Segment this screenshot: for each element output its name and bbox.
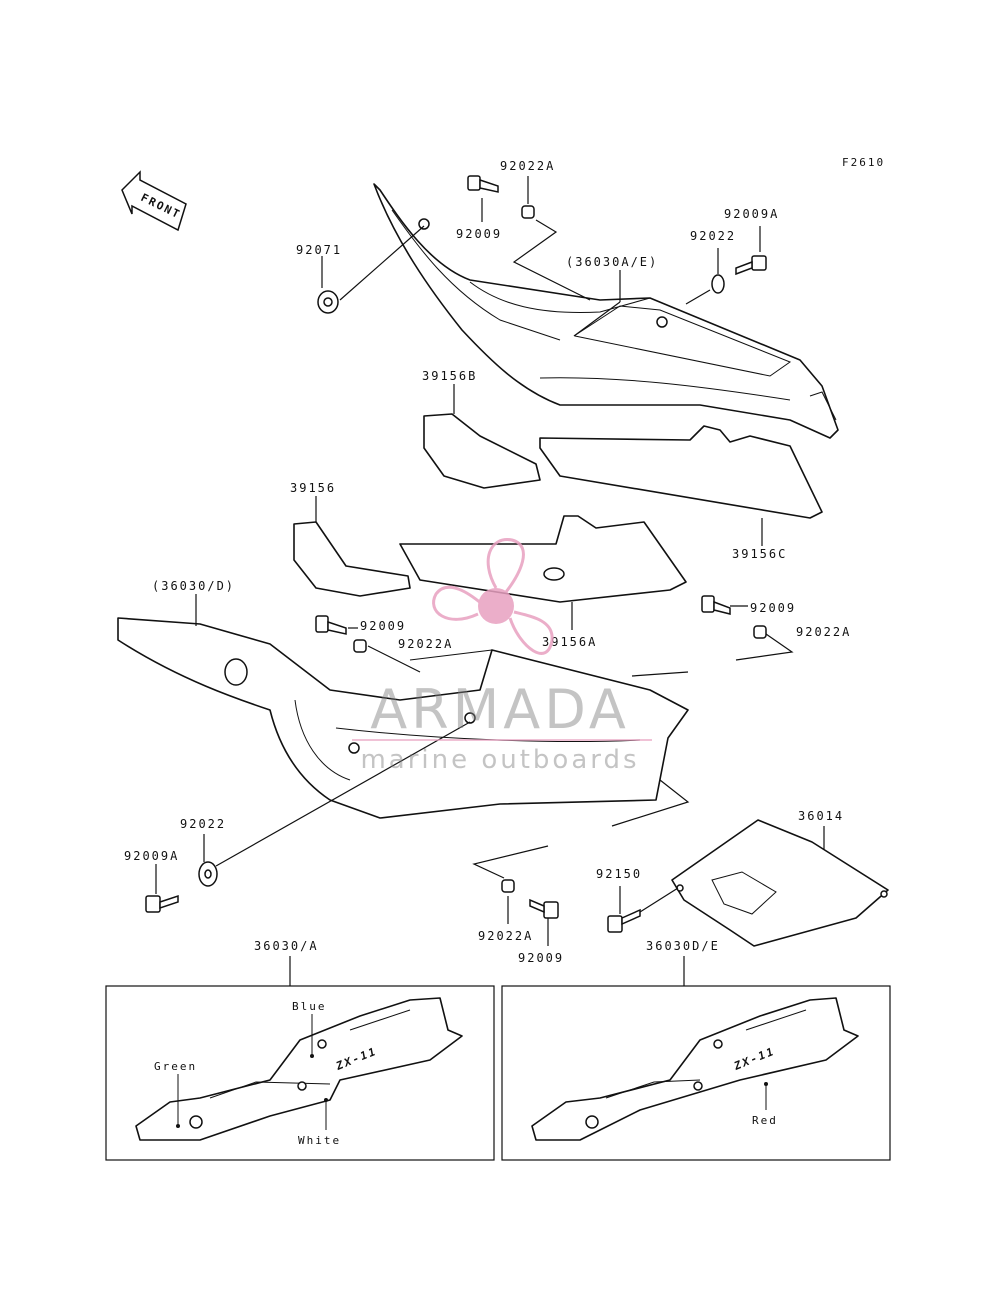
bolt-92009-bot-icon: [529, 898, 559, 919]
bolt-92150-icon: [607, 908, 641, 933]
label-36030AE: (36030A/E): [566, 255, 658, 269]
nut-92022A-top-icon: [521, 205, 535, 219]
nut-92022A-r-icon: [753, 625, 767, 639]
variant-box-36030DE: ZX-11 Red: [501, 985, 891, 1161]
nut-92022A-bot-icon: [501, 879, 515, 893]
color-white: White: [298, 1134, 341, 1147]
label-92150: 92150: [596, 867, 642, 881]
front-arrow-icon: FRONT: [121, 170, 187, 232]
grommet-92071-icon: [317, 290, 339, 314]
label-92009A-tr: 92009A: [724, 207, 779, 221]
panel-39156B: [423, 413, 541, 489]
label-92009-r: 92009: [750, 601, 796, 615]
washer-92022-l-icon: [198, 861, 218, 887]
bolt-92009A-l-icon: [145, 894, 179, 913]
watermark: ARMADA marine outboards: [352, 538, 652, 775]
label-92022A-mid: 92022A: [398, 637, 453, 651]
propeller-logo-icon: [432, 538, 554, 655]
color-blue: Blue: [292, 1000, 327, 1013]
tail-cowl-upper: [373, 183, 839, 439]
label-39156C: 39156C: [732, 547, 787, 561]
label-92022A-r: 92022A: [796, 625, 851, 639]
bolt-92009-top-icon: [467, 175, 499, 193]
washer-92022-tr-icon: [711, 274, 725, 294]
label-92009-mid: 92009: [360, 619, 406, 633]
label-92022A-top: 92022A: [500, 159, 555, 173]
variant-box-36030A: ZX-11 Blue Green White: [105, 985, 495, 1161]
label-92022A-bot: 92022A: [478, 929, 533, 943]
watermark-brand: ARMADA: [370, 678, 630, 741]
panel-39156: [293, 521, 411, 597]
label-39156: 39156: [290, 481, 336, 495]
label-36030DE: 36030D/E: [646, 939, 720, 953]
color-red: Red: [752, 1114, 778, 1127]
label-92022-tr: 92022: [690, 229, 736, 243]
label-36030D: (36030/D): [152, 579, 235, 593]
label-92071: 92071: [296, 243, 342, 257]
panel-36014: [671, 819, 889, 947]
figure-code: F2610: [842, 156, 885, 169]
leader-lines: [155, 176, 825, 946]
label-36014: 36014: [798, 809, 844, 823]
panel-39156C: [539, 425, 823, 519]
bolt-92009-mid-icon: [315, 615, 347, 635]
label-39156A: 39156A: [542, 635, 597, 649]
color-green: Green: [154, 1060, 197, 1073]
nut-92022A-mid-icon: [353, 639, 367, 653]
label-39156B: 39156B: [422, 369, 477, 383]
panel-39156A: [399, 515, 687, 603]
part-labels: 92022A 92009 92071 (36030A/E) 92009A 920…: [124, 159, 851, 965]
label-92009-top: 92009: [456, 227, 502, 241]
bolt-92009-r-icon: [701, 595, 731, 615]
bolt-92009A-tr-icon: [735, 255, 767, 276]
side-cover-left: [117, 617, 689, 819]
watermark-tagline: marine outboards: [360, 745, 639, 775]
label-92022-l: 92022: [180, 817, 226, 831]
label-92009-bot: 92009: [518, 951, 564, 965]
label-92009A-l: 92009A: [124, 849, 179, 863]
label-36030A: 36030/A: [254, 939, 319, 953]
